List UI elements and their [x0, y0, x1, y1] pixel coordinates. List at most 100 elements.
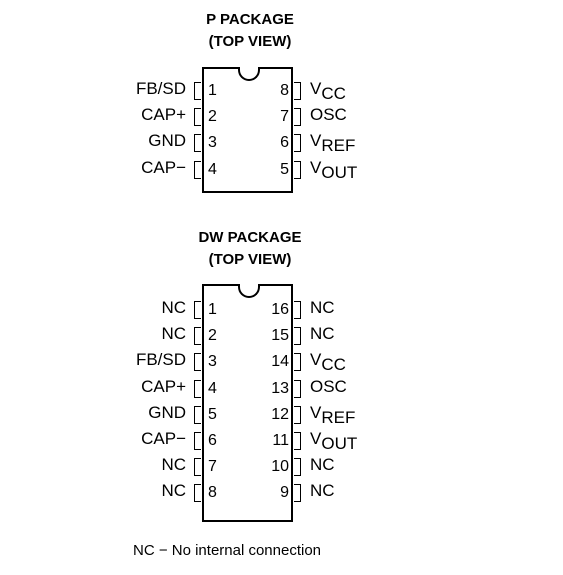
p-package-title: P PACKAGE — [206, 11, 294, 28]
pin-number: 4 — [208, 160, 217, 178]
pin-lead — [194, 458, 201, 477]
pin-number: 6 — [208, 432, 217, 449]
pin-label-text: NC — [310, 455, 335, 475]
pin-label-text: NC — [310, 298, 335, 317]
pin-label-subscript: OUT — [321, 162, 358, 182]
pin-lead — [294, 379, 301, 398]
chip-body — [202, 284, 293, 522]
pin-label: GND — [148, 402, 186, 422]
p-package-subtitle: (TOP VIEW) — [208, 33, 292, 50]
pin-label: VOUT — [310, 157, 357, 181]
pin-label: VREF — [310, 131, 355, 154]
pin-label-text: NC — [310, 481, 335, 501]
pin-label-subscript: CC — [321, 84, 346, 103]
pin-lead — [294, 108, 301, 127]
pin-number: 1 — [208, 301, 217, 318]
pin1-notch — [238, 284, 260, 298]
pin-lead — [294, 160, 301, 179]
pin-label: OSC — [310, 105, 347, 125]
pin-label: CAP+ — [141, 105, 186, 125]
pin-lead — [294, 82, 301, 100]
pin-label: NC — [310, 298, 335, 318]
pin-lead — [294, 301, 301, 319]
footnote: NC − No internal connection — [133, 542, 322, 559]
pin-label: VREF — [310, 402, 355, 426]
pin-lead — [194, 327, 201, 346]
pin-label-text: V — [310, 131, 322, 151]
pin-label: FB/SD — [135, 79, 186, 98]
pin-label: NC — [161, 455, 186, 475]
pin-lead — [294, 484, 301, 503]
pin-lead — [194, 432, 201, 450]
pin-number: 16 — [271, 301, 289, 318]
pin-lead — [294, 134, 301, 153]
pin-number: 14 — [271, 353, 289, 371]
pin-number: 5 — [280, 160, 289, 178]
pin-lead — [294, 353, 301, 372]
pin-number: 2 — [208, 108, 217, 126]
dw-package-subtitle: (TOP VIEW) — [208, 251, 292, 268]
pin-label: CAP− — [141, 157, 186, 177]
pin-label: FB/SD — [135, 350, 186, 370]
pin-label: NC — [310, 324, 335, 344]
pin-label: NC — [310, 481, 335, 501]
pin-lead — [294, 327, 301, 346]
pin-number: 1 — [208, 82, 217, 99]
pin-number: 6 — [280, 134, 289, 152]
pin-number: 11 — [272, 432, 289, 449]
pin-lead — [294, 405, 301, 424]
pin-lead — [194, 405, 201, 424]
pin-label: CAP− — [141, 429, 186, 448]
pin-number: 7 — [280, 108, 289, 126]
pin-label: NC — [161, 324, 186, 344]
pin-label: NC — [161, 481, 186, 501]
pin-lead — [194, 134, 201, 153]
pin-number: 7 — [208, 458, 217, 476]
pin-label-text: V — [310, 429, 322, 448]
pin-label: NC — [161, 298, 186, 317]
dw-package-title: DW PACKAGE — [198, 229, 302, 246]
pin-label: VOUT — [310, 429, 357, 452]
pin-number: 4 — [208, 379, 217, 397]
pin-lead — [194, 379, 201, 398]
pin-number: 3 — [208, 134, 217, 152]
pin-number: 9 — [280, 484, 289, 502]
pin-label-text: NC — [310, 324, 335, 344]
chip-body — [202, 67, 293, 193]
pin-lead — [194, 301, 201, 319]
pin-number: 10 — [271, 458, 289, 476]
pin-label-text: V — [310, 79, 322, 98]
pin-label-subscript: OUT — [321, 434, 358, 453]
pin-number: 5 — [208, 405, 217, 423]
pin-label: VCC — [310, 350, 346, 373]
pin-label-subscript: REF — [321, 136, 356, 156]
pin-label-subscript: CC — [321, 355, 346, 375]
pin-label-text: OSC — [310, 105, 347, 125]
pin-label-text: V — [310, 350, 322, 370]
pin-lead — [194, 160, 201, 179]
pin-lead — [294, 458, 301, 477]
pin-label: VCC — [310, 79, 346, 102]
pin-label-subscript: REF — [321, 407, 356, 427]
pin-number: 2 — [208, 327, 217, 345]
pin-label: GND — [148, 131, 186, 151]
pin-label-text: OSC — [310, 376, 347, 396]
pin-lead — [194, 484, 201, 503]
pin-number: 13 — [271, 379, 289, 397]
pin-label-text: V — [310, 402, 322, 422]
pin-label: NC — [310, 455, 335, 475]
pin-lead — [194, 82, 201, 100]
pin-lead — [194, 353, 201, 372]
pin-lead — [194, 108, 201, 127]
pin-label: OSC — [310, 377, 347, 397]
pin-number: 3 — [208, 353, 217, 371]
pin-lead — [294, 432, 301, 450]
pin-number: 8 — [208, 484, 217, 502]
pin-number: 12 — [271, 405, 289, 423]
pin-label-text: V — [310, 157, 322, 177]
pin-number: 8 — [280, 82, 289, 99]
pin-label: CAP+ — [141, 376, 186, 396]
pin1-notch — [238, 67, 260, 81]
pin-number: 15 — [271, 327, 289, 345]
